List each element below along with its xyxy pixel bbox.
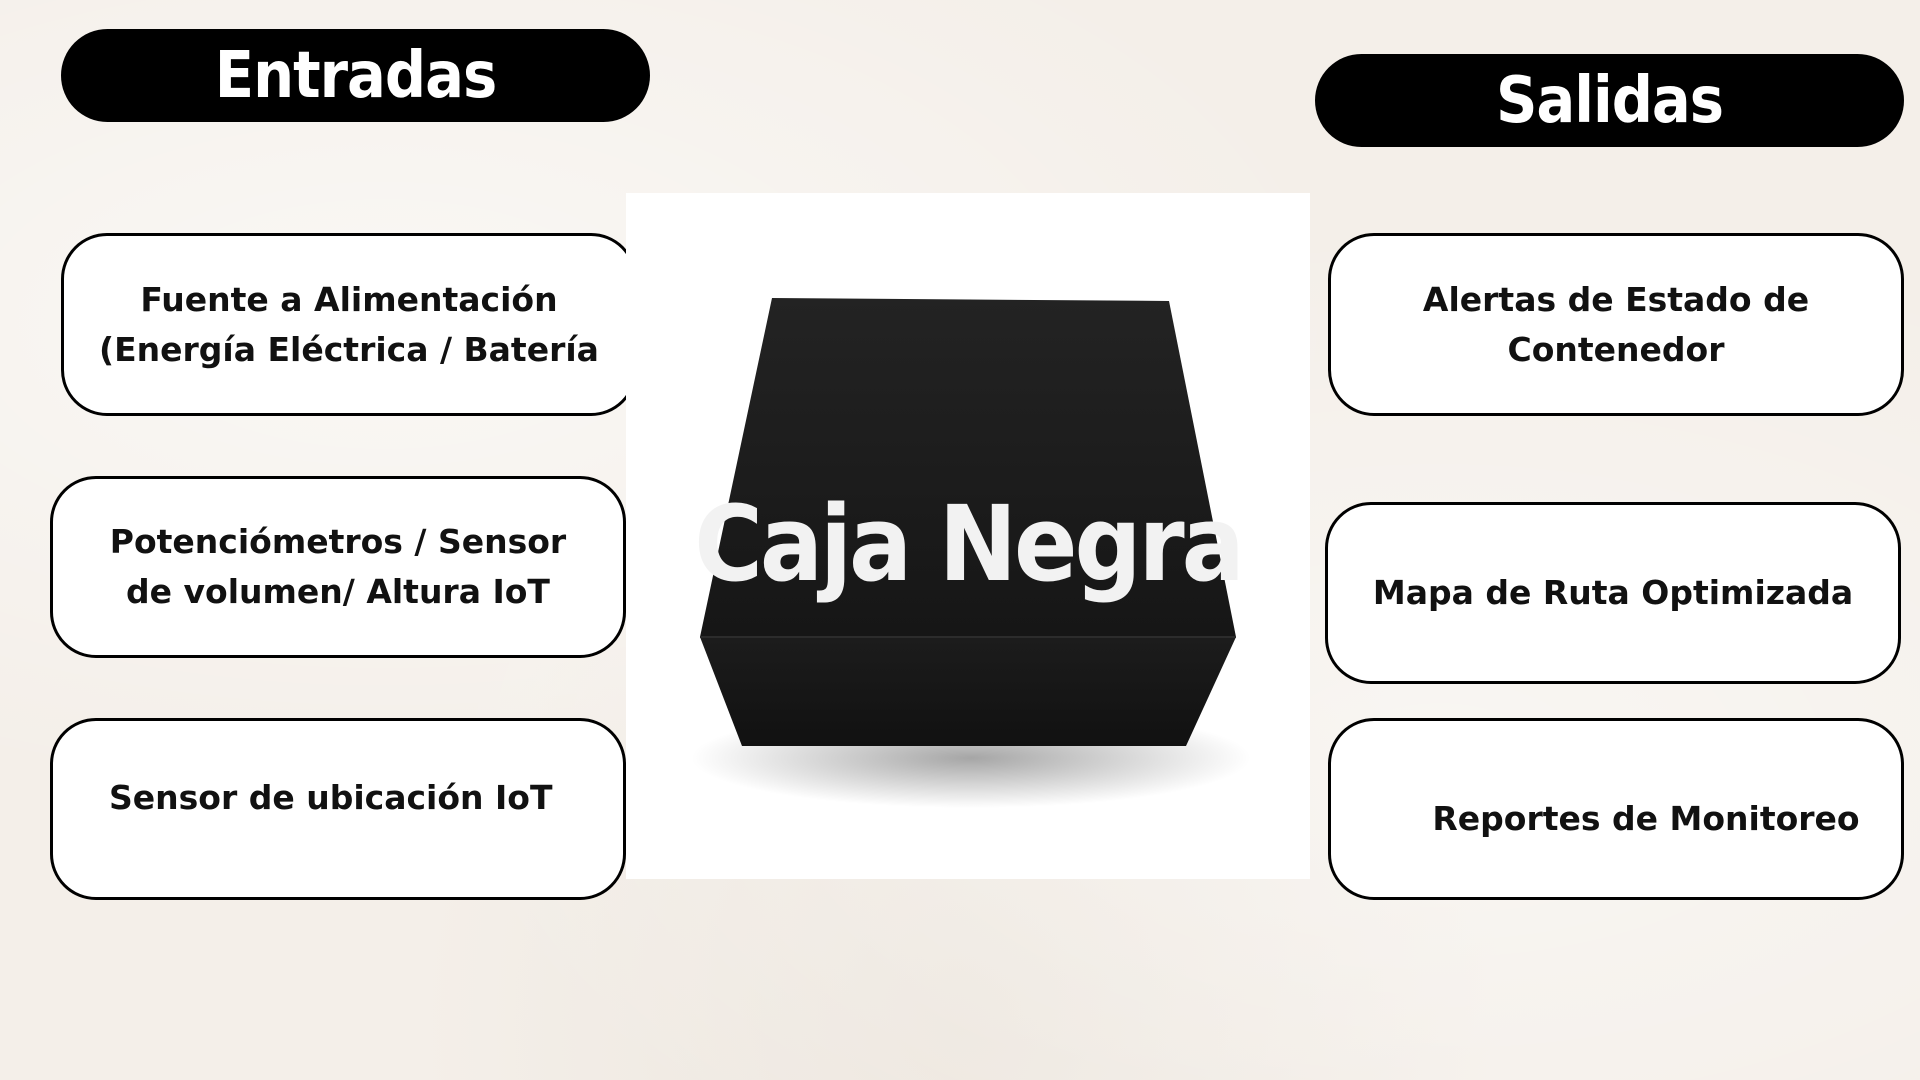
input-volume-sensor-box: Potenciómetros / Sensor de volumen/ Altu… [50, 476, 626, 658]
input-power-source-box: Fuente a Alimentación (Energía Eléctrica… [61, 233, 637, 416]
black-box-label: Caja Negra [694, 483, 1245, 605]
box-top-face [700, 298, 1236, 637]
entradas-header: Entradas [61, 29, 650, 122]
salidas-header: Salidas [1315, 54, 1904, 147]
output-reports-box: Reportes de Monitoreo [1328, 718, 1904, 900]
output-alerts-box: Alertas de Estado de Contenedor [1328, 233, 1904, 416]
box-front-face [700, 637, 1236, 746]
black-box-panel: Caja Negra [626, 193, 1310, 879]
input-location-sensor-box: Sensor de ubicación IoT [50, 718, 626, 900]
output-route-map-box: Mapa de Ruta Optimizada [1325, 502, 1901, 684]
black-box-image [691, 298, 1251, 808]
